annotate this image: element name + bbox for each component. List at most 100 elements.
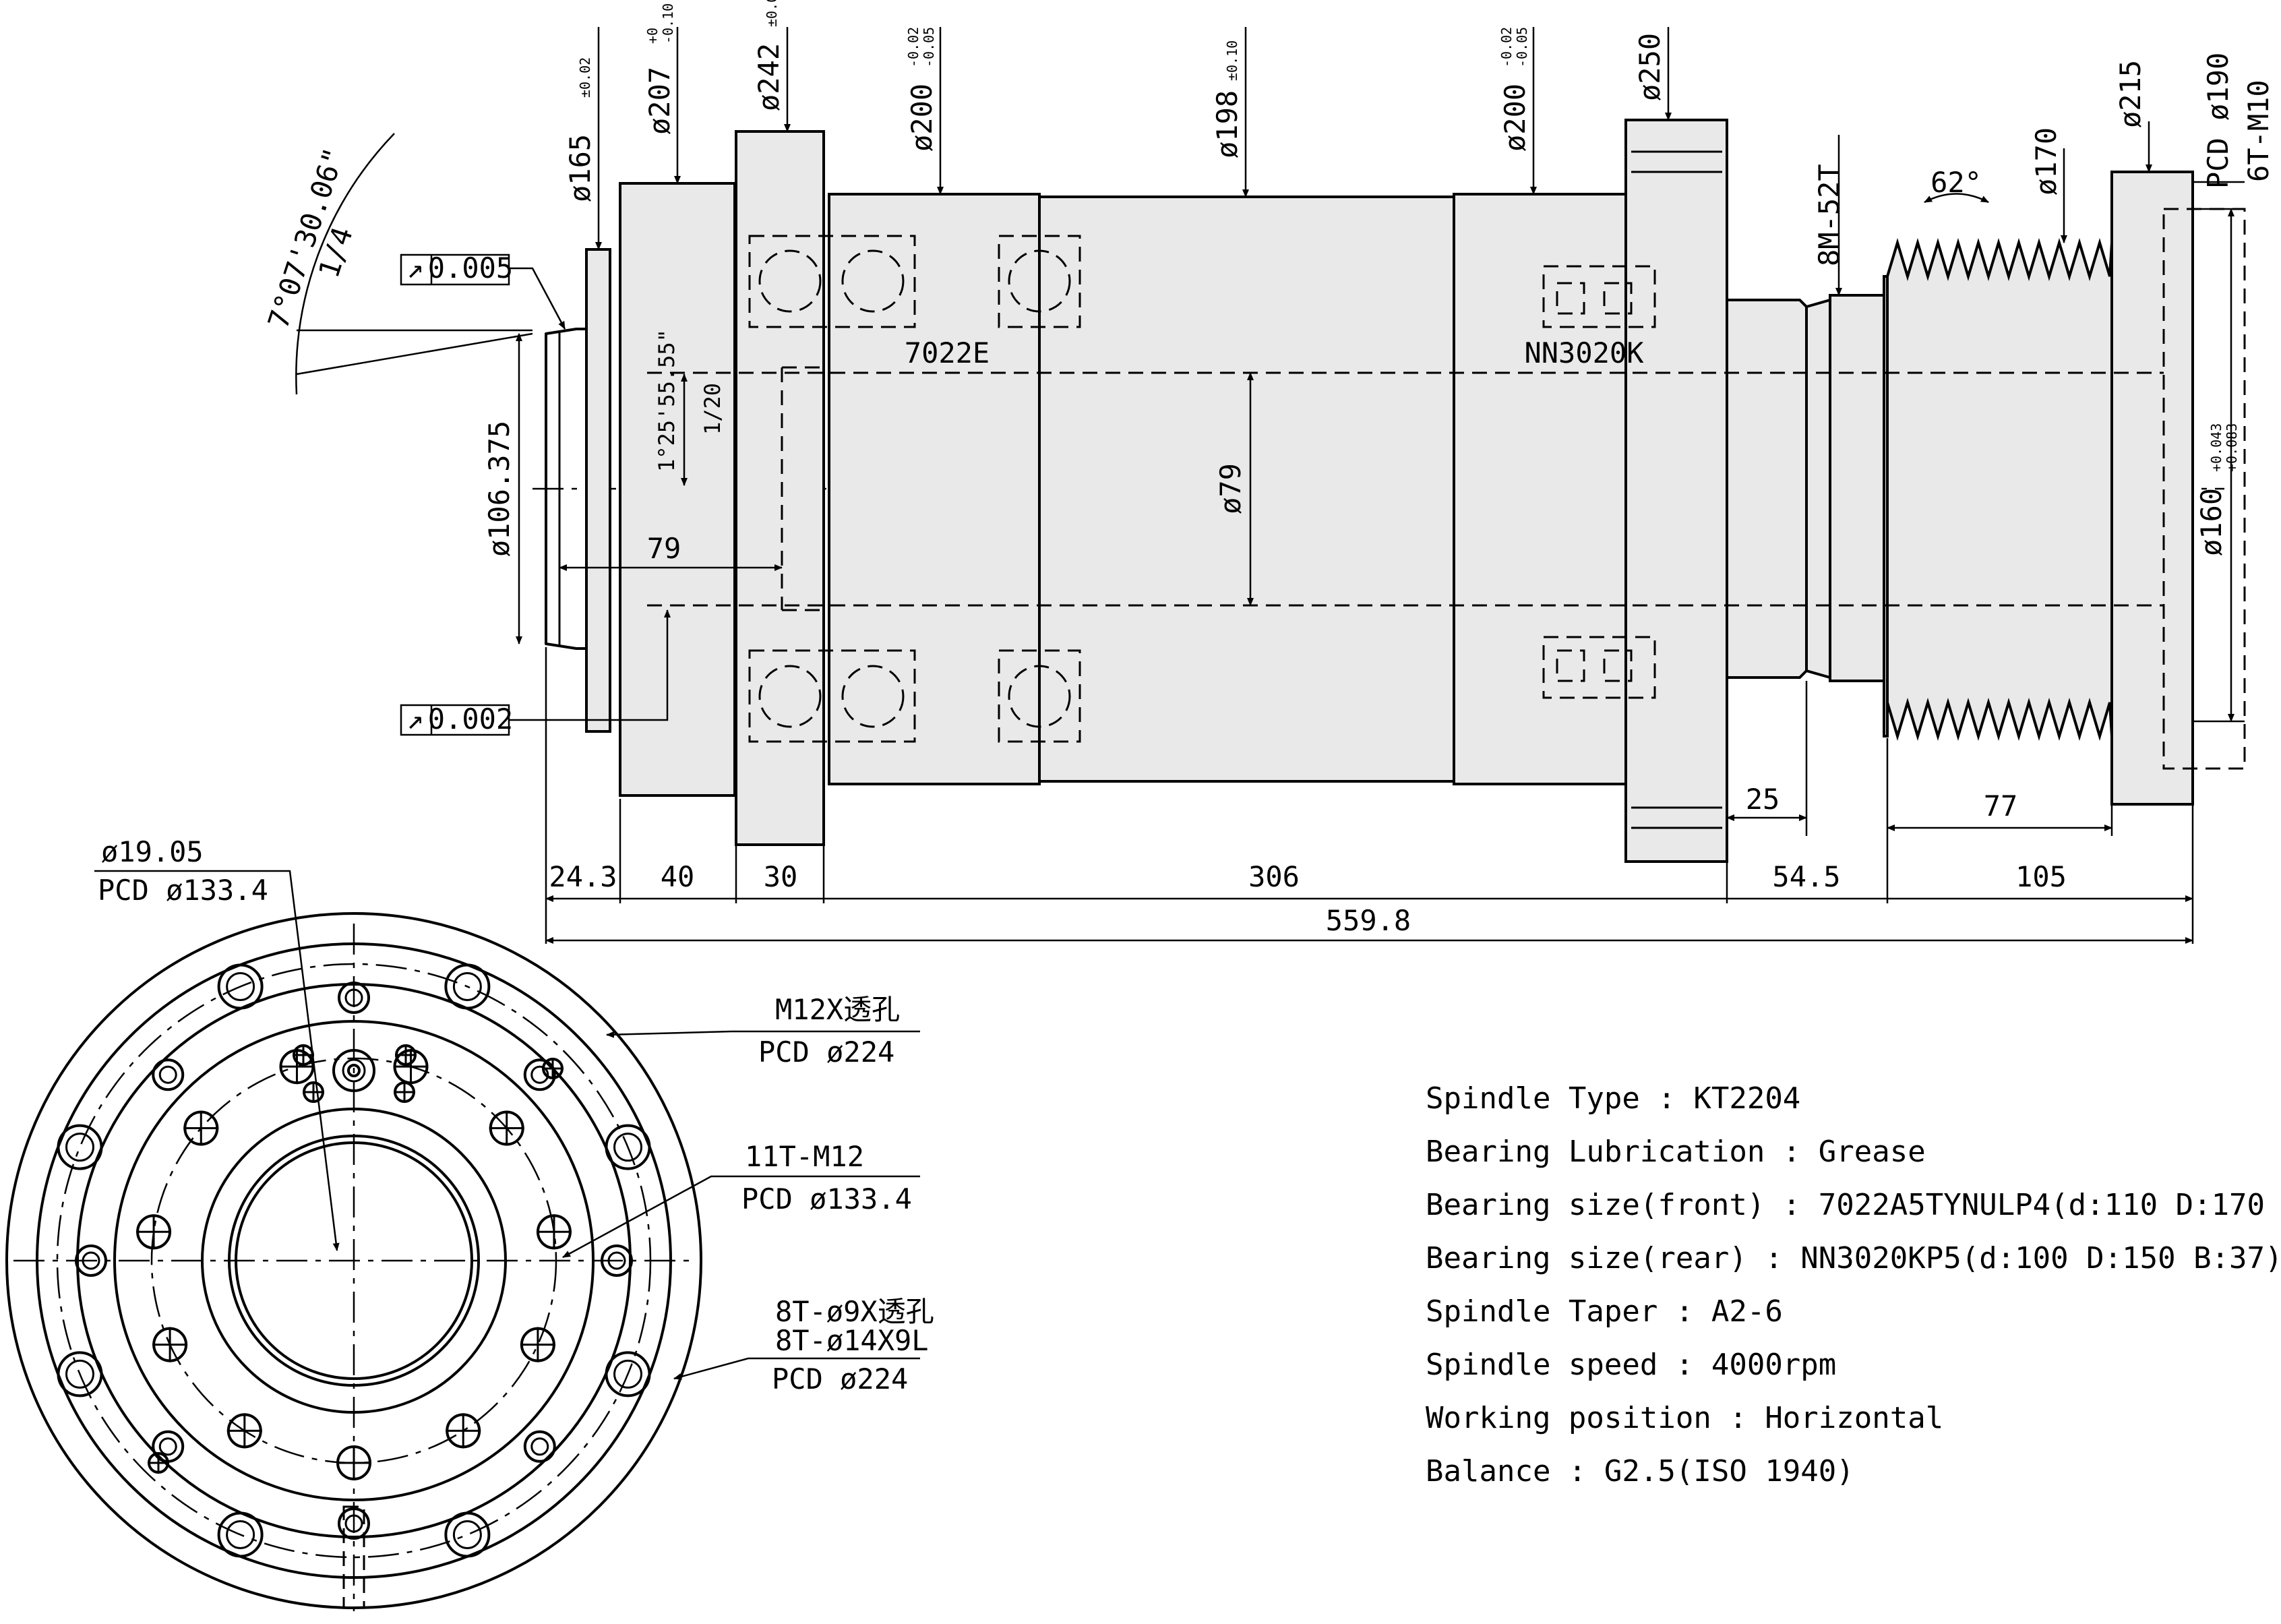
rear-housing	[1453, 193, 1627, 785]
extension-lines	[545, 181, 2245, 944]
taper-angle-arc	[295, 133, 395, 395]
rear-flange	[2110, 171, 2194, 806]
dim-d200-rear-tol-lower: -0.05	[1514, 27, 1530, 67]
vertical-dimensions	[516, 27, 2234, 722]
pcd224-hole-inner	[530, 1437, 549, 1456]
front-view: ø19.05 PCD ø133.4 M12X透孔 PCD ø224 11T-M1…	[5, 835, 934, 1611]
rear-bearing-label: NN3020K	[1524, 336, 1644, 369]
grooved-pulley	[1886, 238, 2113, 741]
spec-spindle-taper: Spindle Taper : A2-6	[1426, 1294, 1783, 1329]
horizontal-dimensions	[545, 564, 2193, 944]
pulley-hub	[1829, 294, 1885, 682]
front-housing	[828, 193, 1041, 785]
m12-pcd-label: PCD ø224	[758, 1035, 894, 1069]
hole8-pcd-label: PCD ø224	[772, 1362, 908, 1395]
m12-label: M12X透孔	[775, 993, 900, 1026]
dim-d198-tol: ±0.10	[1224, 40, 1240, 81]
front-cap	[619, 182, 736, 797]
dim-d207-tol-upper: +0	[644, 28, 661, 44]
runout-rear-symbol: ↗	[406, 702, 423, 735]
outer-counterbore-hole-inner	[226, 1520, 255, 1550]
dim-79-length: 79	[647, 532, 681, 565]
dim-d79: ø79	[1214, 463, 1247, 514]
dim-40: 40	[661, 860, 695, 893]
outer-counterbore-hole-inner	[613, 1133, 643, 1162]
runout-front-symbol: ↗	[406, 251, 423, 284]
pcd224-hole	[152, 1058, 185, 1091]
runout-front-value: 0.005	[428, 251, 513, 284]
pcd224-hole	[523, 1430, 556, 1463]
spec-bearing-front: Bearing size(front) : 7022A5TYNULP4(d:11…	[1426, 1188, 2281, 1222]
pcd224-hole-inner	[158, 1437, 177, 1456]
outer-counterbore-hole	[605, 1124, 651, 1170]
pcd224-hole-inner	[344, 988, 363, 1007]
hole-dia-label: ø19.05	[101, 835, 204, 868]
key-slot	[342, 1505, 365, 1609]
dim-d242: ø242	[752, 43, 785, 111]
belt-spec: 8M-52T	[1813, 164, 1846, 266]
tap-label: 11T-M12	[745, 1140, 864, 1173]
outer-counterbore-hole-inner	[613, 1359, 643, 1389]
dim-d200-front-tol-upper: -0.02	[905, 27, 921, 67]
pcd224-hole-inner	[158, 1065, 177, 1084]
dim-559-8: 559.8	[1326, 904, 1411, 937]
pulley-angle: 62°	[1930, 166, 1982, 199]
dim-d160: ø160	[2195, 488, 2228, 556]
datum-hole-inner	[342, 1058, 366, 1083]
dim-54-5: 54.5	[1772, 860, 1840, 893]
dim-d170: ø170	[2030, 127, 2063, 196]
inner-taper-ratio-label: 1/20	[700, 383, 725, 435]
pcd224-hole-inner	[530, 1065, 549, 1084]
dim-77: 77	[1984, 789, 2018, 822]
main-housing	[1038, 196, 1455, 783]
outer-counterbore-hole-inner	[226, 971, 255, 1001]
datum-hole	[332, 1049, 375, 1092]
dim-306: 306	[1248, 860, 1300, 893]
pcd224-hole-inner	[82, 1251, 100, 1270]
front-bearing-symbols	[748, 235, 1081, 743]
spec-spindle-speed: Spindle speed : 4000rpm	[1426, 1348, 1837, 1382]
outer-counterbore-hole	[217, 963, 264, 1010]
spec-bearing-rear: Bearing size(rear) : NN3020KP5(d:100 D:1…	[1426, 1241, 2281, 1275]
dim-30: 30	[764, 860, 798, 893]
thread-rear: 6T-M10	[2242, 80, 2275, 182]
dim-105: 105	[2015, 860, 2067, 893]
side-view: ↗ 0.005 ↗ 0.002 7°07'30.06" 1/4 ø106.375…	[262, 0, 2275, 944]
dim-25: 25	[1746, 783, 1780, 816]
runout-rear-value: 0.002	[428, 702, 513, 735]
dim-d106: ø106.375	[483, 421, 516, 557]
outer-counterbore-hole	[444, 1511, 491, 1558]
pcd224-hole	[75, 1244, 107, 1277]
spindle-specifications: Spindle Type : KT2204 Bearing Lubricatio…	[1426, 1072, 2281, 1498]
pcd224-hole	[601, 1244, 633, 1277]
outer-counterbore-hole	[57, 1351, 103, 1397]
nose-flange	[585, 248, 611, 733]
outer-counterbore-hole-inner	[452, 971, 482, 1001]
spec-working-position: Working position : Horizontal	[1426, 1401, 1944, 1435]
dim-d200-front-tol-lower: -0.05	[921, 27, 937, 67]
dim-pcd190: PCD ø190	[2201, 53, 2234, 189]
dim-24-3: 24.3	[549, 860, 617, 893]
rear-shaft	[1726, 299, 1808, 679]
dim-d207: ø207	[643, 67, 676, 135]
bolt-holes	[57, 963, 651, 1609]
dim-d250: ø250	[1633, 33, 1666, 101]
hole8-label-1: 8T-ø9X透孔	[775, 1295, 934, 1328]
outer-counterbore-hole	[605, 1351, 651, 1397]
outer-counterbore-hole	[57, 1124, 103, 1170]
outer-counterbore-hole-inner	[65, 1133, 94, 1162]
dim-d207-tol-lower: -0.10	[660, 3, 676, 44]
spec-spindle-type: Spindle Type : KT2204	[1426, 1081, 1801, 1116]
rear-bearing-symbols	[1542, 265, 1656, 699]
datum-hole-center	[347, 1064, 361, 1077]
outer-counterbore-hole	[217, 1511, 264, 1558]
dim-d165: ø165	[564, 134, 597, 202]
hole-pcd-label: PCD ø133.4	[98, 874, 268, 907]
front-bearing-label: 7022E	[905, 336, 990, 369]
outer-counterbore-hole-inner	[452, 1520, 482, 1550]
outer-counterbore-hole	[444, 963, 491, 1010]
dim-d165-tol: ±0.02	[577, 57, 593, 98]
dim-d242-tol: ±0.05	[764, 0, 780, 27]
tap-pcd-label: PCD ø133.4	[741, 1182, 912, 1215]
pcd224-hole	[338, 1507, 370, 1540]
